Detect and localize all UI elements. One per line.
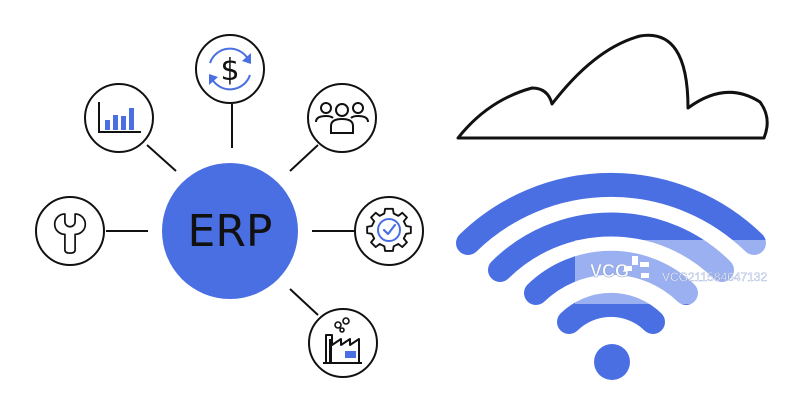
wifi-arc-1 xyxy=(456,172,766,255)
node-settings xyxy=(354,196,424,266)
watermark: VCG VCG211584647132 xyxy=(575,240,800,304)
bar-chart-icon xyxy=(98,102,141,133)
wrench-icon xyxy=(53,213,87,254)
erp-hub: ERP xyxy=(162,163,298,299)
node-analytics xyxy=(84,83,154,153)
dollar-refresh-icon: $ xyxy=(209,47,251,91)
connector-analytics xyxy=(146,144,177,172)
watermark-burst-icon xyxy=(624,256,649,288)
node-manufacturing xyxy=(308,308,378,378)
node-finance: $ xyxy=(195,34,265,104)
erp-label: ERP xyxy=(188,206,273,257)
wifi-arc-4 xyxy=(557,292,665,334)
cloud-outline-icon xyxy=(456,33,769,140)
factory-icon xyxy=(323,317,362,364)
watermark-logo: VCG xyxy=(590,261,629,281)
node-team xyxy=(307,83,377,153)
wifi-arc-2 xyxy=(488,212,734,282)
node-wrench xyxy=(35,196,105,266)
gear-check-icon xyxy=(366,207,412,252)
people-group-icon xyxy=(315,102,369,134)
wifi-dot xyxy=(594,344,630,380)
connector-manufacturing xyxy=(289,288,319,316)
wifi-arc-3 xyxy=(524,250,698,305)
hub-connectors xyxy=(106,104,354,316)
wifi-signal-icon xyxy=(456,172,766,380)
erp-hub-circle xyxy=(162,163,298,299)
connector-team xyxy=(289,144,319,172)
svg-text:$: $ xyxy=(220,53,239,88)
watermark-text: VCG211584647132 xyxy=(662,270,768,284)
